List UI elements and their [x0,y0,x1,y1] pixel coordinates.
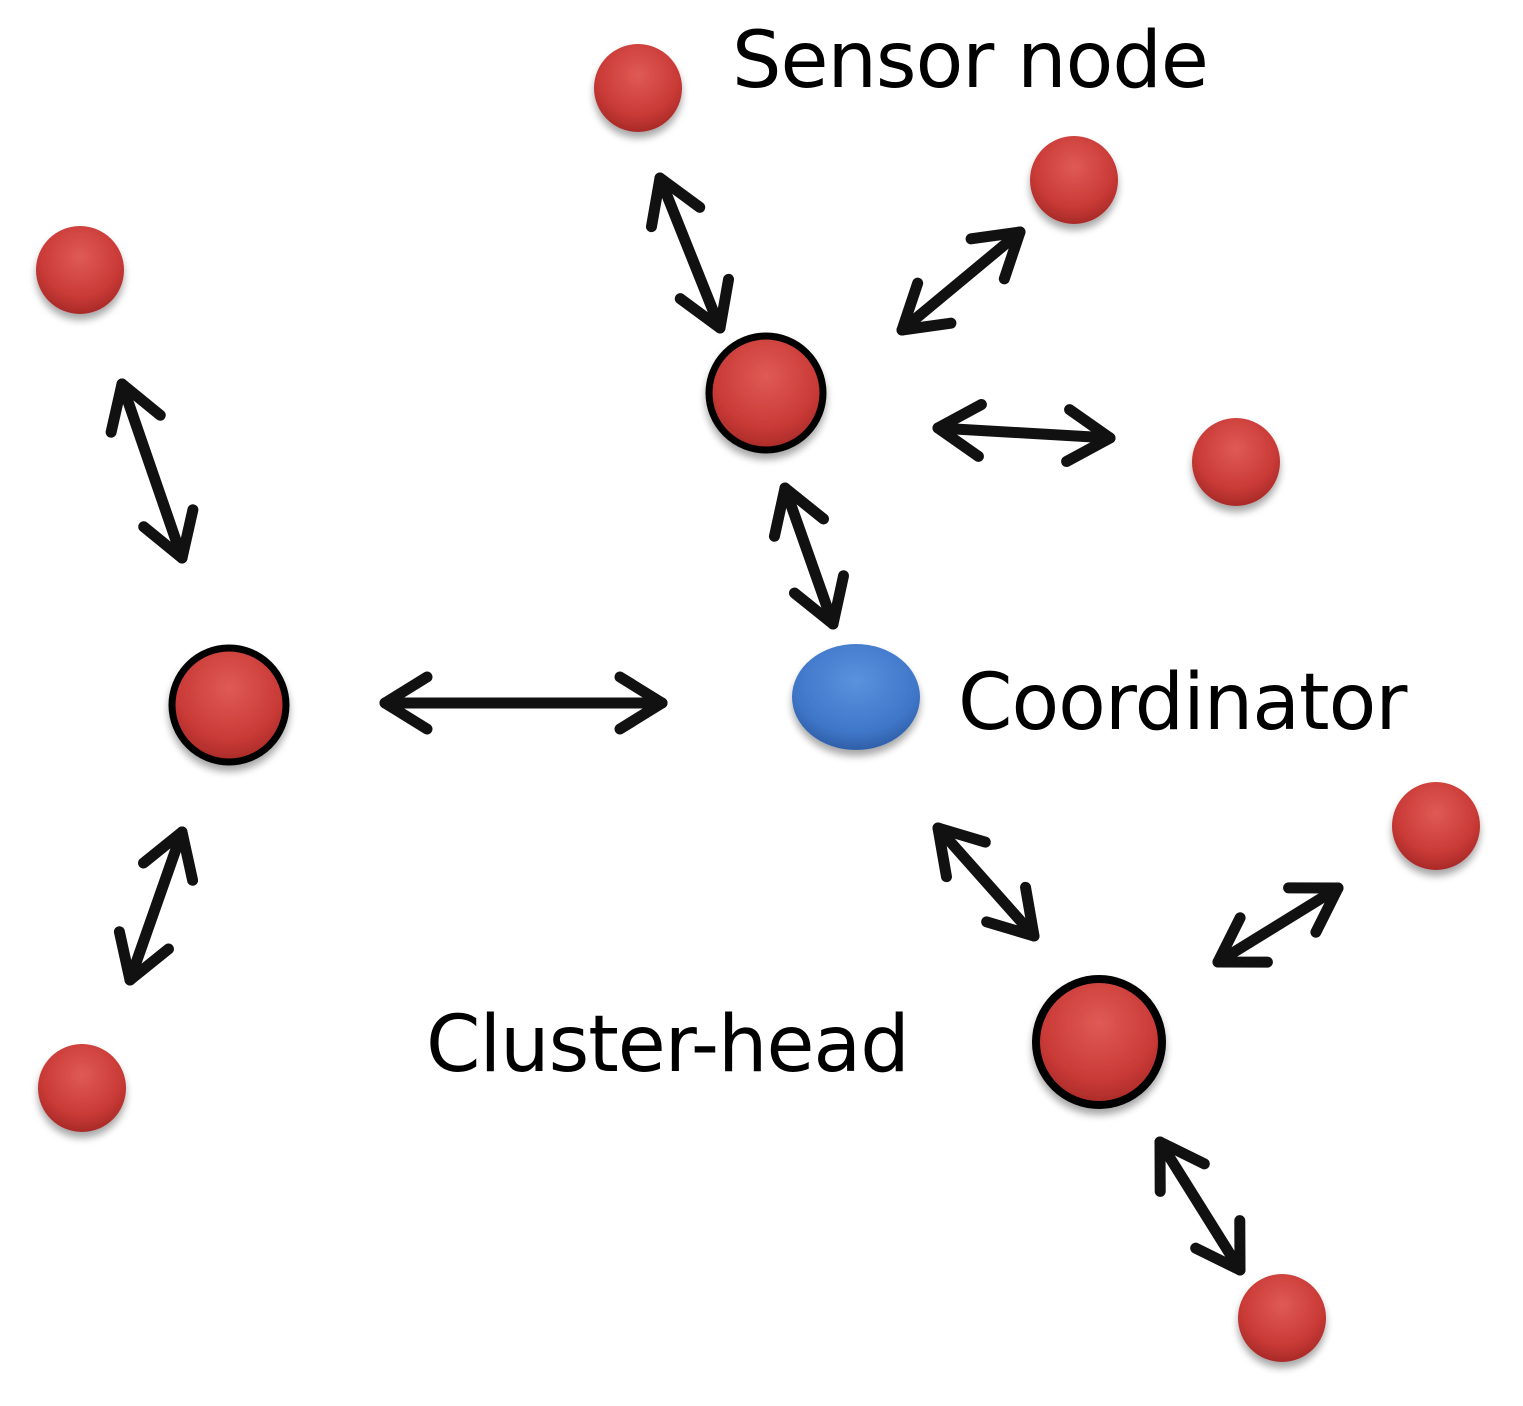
cluster-head-node [168,644,290,766]
bidirectional-arrow [1212,882,1344,968]
bidirectional-arrow [896,226,1026,336]
bidirectional-arrow [932,822,1040,942]
sensor-node [1030,136,1118,224]
cluster-head-node [705,332,827,454]
sensor-node [1192,418,1280,506]
sensor-node [38,1044,126,1132]
sensor-node [36,226,124,314]
cluster-head-node [1032,975,1166,1109]
coordinator-label: Coordinator [958,658,1407,748]
cluster-head-label: Cluster-head [426,1000,910,1090]
bidirectional-arrow [932,398,1116,468]
sensor-node [1392,782,1480,870]
bidirectional-arrow [379,671,668,735]
sensor-node [594,44,682,132]
bidirectional-arrow [113,826,199,986]
sensor-node-label: Sensor node [732,16,1209,106]
bidirectional-arrow [645,172,735,334]
bidirectional-arrow [768,482,850,630]
sensor-node [1238,1274,1326,1362]
bidirectional-arrow [1154,1136,1246,1276]
coordinator-node [792,644,920,750]
nodes-layer [36,44,1480,1362]
bidirectional-arrow [105,378,199,564]
links-layer [105,172,1344,1276]
